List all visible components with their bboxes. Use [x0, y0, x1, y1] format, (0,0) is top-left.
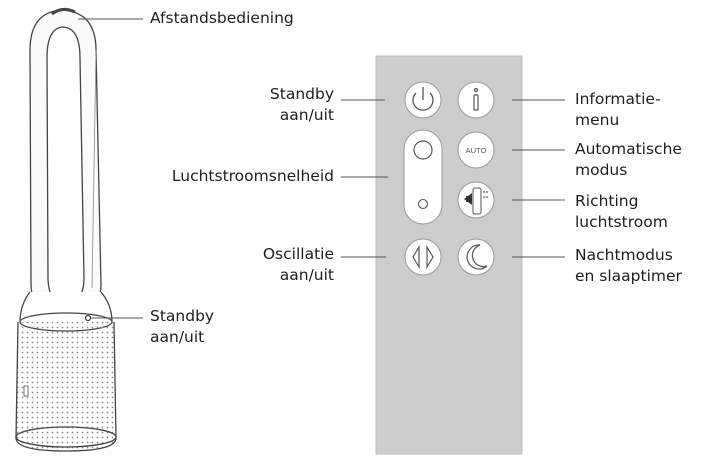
label-standby-fan: Standby aan/uit [150, 307, 215, 346]
night-button [457, 238, 495, 276]
info-button [457, 81, 495, 119]
label-standby-remote: Standby aan/uit [269, 85, 334, 124]
label-info-menu: Informatie- menu [575, 90, 661, 129]
remote-on-fan [51, 7, 76, 16]
label-airflow-speed: Luchtstroomsnelheid [171, 167, 334, 185]
auto-button-label: AUTO [466, 146, 487, 155]
label-night-mode: Nachtmodus en slaaptimer [575, 246, 682, 285]
power-icon [412, 87, 434, 111]
auto-button [457, 131, 495, 169]
leader-lines [78, 18, 565, 319]
moon-icon [466, 244, 488, 270]
info-icon [473, 87, 479, 111]
remote-body [375, 55, 523, 455]
fan-loop-inner [46, 26, 85, 306]
circle-large-icon [413, 140, 433, 160]
label-airflow-direction: Richting luchtstroom [575, 192, 668, 231]
label-oscillation: Oscillatie aan/uit [262, 245, 334, 284]
fan-tower [15, 7, 117, 452]
label-remote: Afstandsbediening [150, 9, 294, 27]
fan-base [15, 321, 117, 452]
label-auto-mode: Automatische modus [575, 140, 682, 179]
circle-small-icon [417, 198, 429, 210]
airflow-direction-icon [464, 187, 488, 215]
oscillation-arrows-icon [412, 244, 434, 270]
oscillation-button [404, 238, 442, 276]
fan-standby-button [84, 314, 92, 322]
speed-control [403, 129, 443, 225]
